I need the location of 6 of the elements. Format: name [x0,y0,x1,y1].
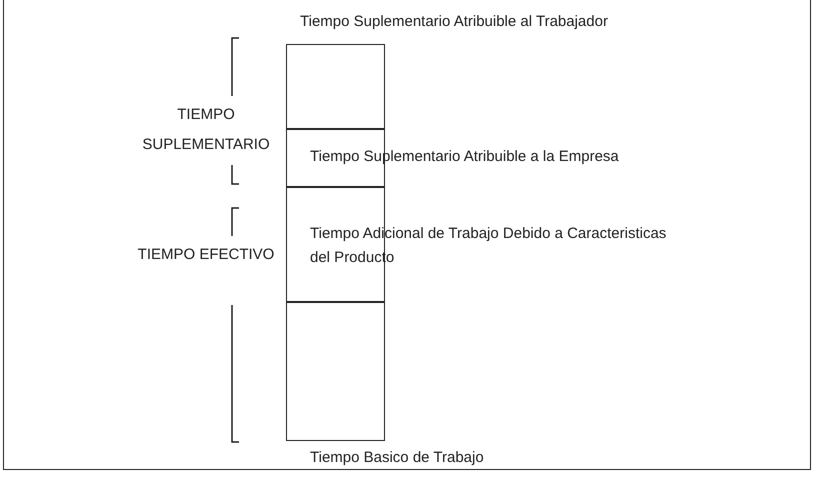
segment-label: Tiempo Basico de Trabajo [310,448,485,468]
bracket-label: TIEMPO SUPLEMENTARIO [141,105,271,155]
bar-segment [286,301,385,441]
bar-segment [286,44,385,130]
segment-label: Tiempo Suplementario Atribuible al Trabajador [300,12,609,32]
bracket-label: TIEMPO EFECTIVO [136,245,276,265]
